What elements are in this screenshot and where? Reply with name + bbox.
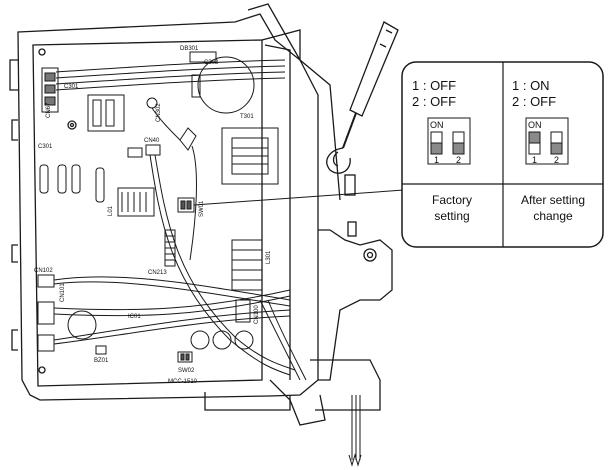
board-labels: CN67 DB301 C302 C301 C301 CN302 T301 CN4… xyxy=(34,46,272,385)
label-bz01: BZ01 xyxy=(94,358,109,364)
label-cn102: CN102 xyxy=(34,268,53,274)
label-mcc: MCC-1510 xyxy=(168,379,198,385)
label-sw01: SW01 xyxy=(199,200,205,217)
label-c301-left: C301 xyxy=(38,144,53,150)
after-sw1-number: 1 xyxy=(532,155,537,165)
after-setting-column: 1 : ON 2 : OFF ON 1 2 After setting chan… xyxy=(512,78,585,223)
after-on-label: ON xyxy=(528,120,542,130)
after-line1: 1 : ON xyxy=(512,78,550,93)
label-sw02: SW02 xyxy=(178,368,195,374)
dip-switch-callout: 1 : OFF 2 : OFF ON 1 2 Factory setting 1… xyxy=(401,61,604,248)
label-cn213: CN213 xyxy=(148,270,167,276)
factory-line2: 2 : OFF xyxy=(412,94,456,109)
after-dip-switch: ON 1 2 xyxy=(525,117,569,165)
label-cn101: CN101 xyxy=(60,283,66,302)
label-cn302: CN302 xyxy=(156,103,162,122)
label-l01: L01 xyxy=(108,205,114,216)
factory-caption-1: Factory xyxy=(432,193,472,207)
factory-sw1-number: 1 xyxy=(434,155,439,165)
label-ic01: IC01 xyxy=(128,314,141,320)
after-line2: 2 : OFF xyxy=(512,94,556,109)
label-db301: DB301 xyxy=(180,46,199,52)
label-t301: T301 xyxy=(240,114,254,120)
factory-setting-column: 1 : OFF 2 : OFF ON 1 2 Factory setting xyxy=(412,78,472,223)
label-cn67: CN67 xyxy=(46,102,52,118)
label-cn100: CN100 xyxy=(254,305,260,324)
after-sw2-number: 2 xyxy=(554,155,559,165)
factory-sw2-number: 2 xyxy=(456,155,461,165)
callout-leader xyxy=(193,189,405,206)
wiring xyxy=(53,59,362,467)
label-cn40: CN40 xyxy=(144,138,160,144)
screwdriver xyxy=(326,21,399,174)
after-caption-2: change xyxy=(533,209,573,223)
label-c302: C302 xyxy=(204,60,219,66)
factory-on-label: ON xyxy=(430,120,444,130)
label-l301: L301 xyxy=(266,250,272,264)
factory-caption-2: setting xyxy=(434,209,469,223)
label-c301-top: C301 xyxy=(64,84,79,90)
board-components xyxy=(37,51,279,363)
factory-line1: 1 : OFF xyxy=(412,78,456,93)
factory-dip-switch: ON 1 2 xyxy=(427,117,471,165)
after-caption-1: After setting xyxy=(521,193,585,207)
enclosure-frame xyxy=(9,3,393,426)
